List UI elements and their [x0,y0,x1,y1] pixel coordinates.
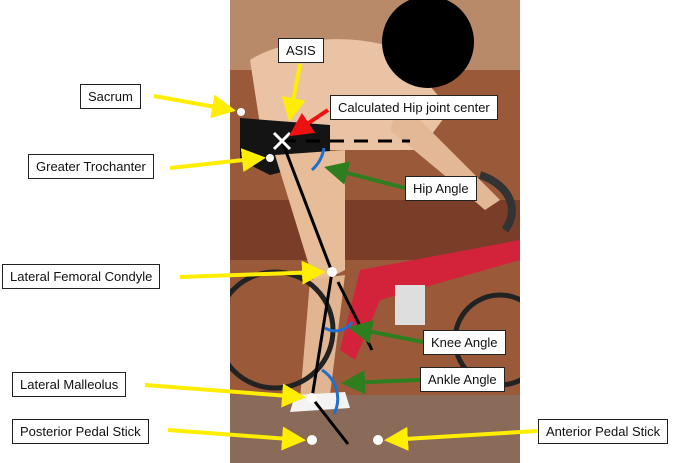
marker-greater-trochanter [266,154,274,162]
arrow-anterior-pedal [384,426,538,451]
thigh-segment [280,140,334,273]
bike-bottle [395,285,425,325]
hip-angle-arc [310,147,326,172]
arrow-malleolus [144,383,306,408]
arrow-greater-trochanter [169,148,266,173]
marker-posterior-pedal [307,435,317,445]
foot-segment [310,397,350,445]
label-hip-joint-center: Calculated Hip joint center [330,95,498,120]
label-hip-angle: Hip Angle [405,176,477,201]
label-sacrum: Sacrum [80,84,141,109]
arrow-asis [281,63,306,122]
ankle-angle-arc [321,368,340,415]
label-anterior-pedal-stick: Anterior Pedal Stick [538,419,669,444]
arrow-femoral-condyle [179,260,326,285]
marker-malleolus [307,393,317,403]
marker-anterior-pedal [373,435,383,445]
label-knee-angle: Knee Angle [423,330,506,355]
label-greater-trochanter: Greater Trochanter [28,154,154,179]
arrow-hip-angle [324,161,406,190]
face-mask [382,0,474,88]
label-lateral-malleolus: Lateral Malleolus [12,372,127,397]
label-ankle-angle: Ankle Angle [420,367,505,392]
marker-femoral-condyle [327,267,337,277]
arrow-knee-angle [348,320,424,344]
label-lateral-femoral-condyle: Lateral Femoral Condyle [2,264,161,289]
label-asis: ASIS [278,38,324,63]
bike-frame [340,240,520,360]
arrow-ankle-angle [341,370,421,395]
green-arrows [324,161,424,395]
bike-handlebar [478,171,516,233]
marker-sacrum [237,108,245,116]
markers [237,108,383,445]
hip-joint-center-cross [272,131,292,151]
arrow-sacrum [153,94,236,119]
label-posterior-pedal-stick: Posterior Pedal Stick [12,419,149,444]
arrow-hip-joint-center [288,108,330,137]
yellow-arrows [144,63,538,451]
arrow-posterior-pedal [167,426,306,451]
shank-segment [310,271,334,399]
floor [230,395,520,463]
